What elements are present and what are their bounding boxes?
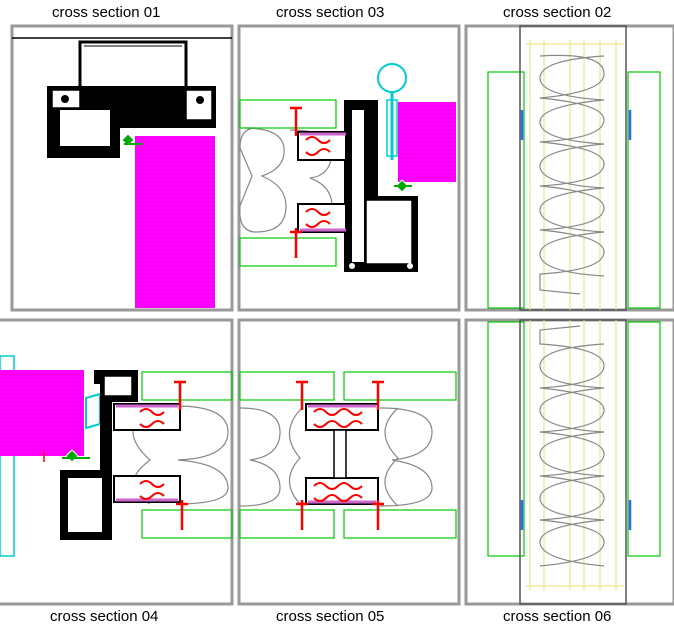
cs04-insulation bbox=[0, 370, 84, 456]
panel-frames bbox=[0, 24, 674, 606]
label-cs01: cross section 01 bbox=[52, 4, 161, 21]
cs01-frame-profile bbox=[47, 86, 216, 158]
cs03-clip-head bbox=[377, 63, 407, 93]
cs03-drawing bbox=[239, 63, 456, 272]
cs02-wool bbox=[539, 54, 605, 295]
label-cs02: cross section 02 bbox=[503, 4, 612, 21]
frame-cs05 bbox=[237, 318, 461, 606]
label-cs03: cross section 03 bbox=[276, 4, 385, 21]
frame-cs04 bbox=[0, 318, 234, 606]
cs06-drawing bbox=[487, 319, 661, 605]
label-cs04: cross section 04 bbox=[50, 608, 159, 625]
cs05-drawing bbox=[239, 371, 457, 539]
cs03-wool bbox=[239, 127, 287, 233]
cs03-screws bbox=[290, 106, 302, 258]
cs05-screws bbox=[296, 380, 384, 530]
frame-cs03 bbox=[237, 24, 461, 312]
cs01-drawing bbox=[12, 37, 232, 308]
cs01-insulation bbox=[135, 136, 215, 308]
cs05-wool bbox=[239, 407, 281, 507]
cs02-drawing bbox=[487, 25, 661, 311]
cs03-insulation bbox=[398, 102, 456, 182]
cs04-drawing bbox=[0, 355, 233, 557]
cs06-wool bbox=[539, 325, 605, 567]
frame-cs01 bbox=[10, 24, 234, 312]
label-cs06: cross section 06 bbox=[503, 608, 612, 625]
cs04-screws bbox=[174, 380, 188, 530]
label-cs05: cross section 05 bbox=[276, 608, 385, 625]
